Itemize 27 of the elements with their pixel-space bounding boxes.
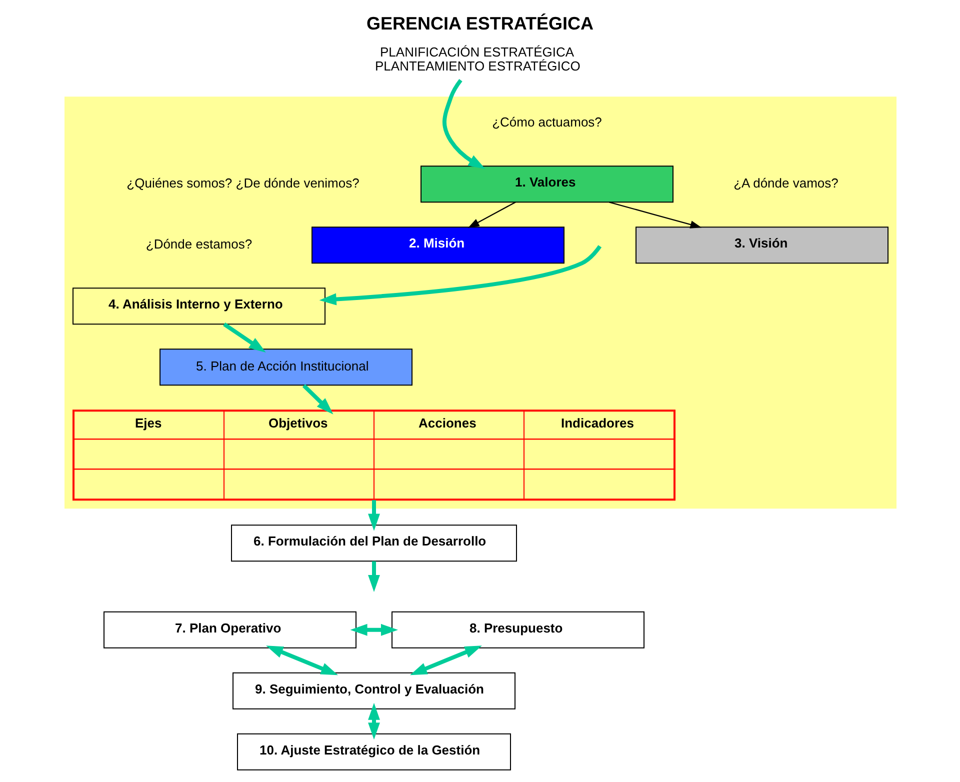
arrow: [266, 646, 338, 676]
cluster: [64, 96, 896, 509]
diagram-title: GERENCIA ESTRATÉGICA: [366, 14, 594, 34]
arrow: [368, 500, 380, 531]
node-box: 5. Plan de Acción Institucional: [159, 348, 412, 386]
node-box: 10. Ajuste Estratégico de la Gestión: [236, 733, 510, 770]
arrow: [318, 245, 602, 306]
arrow: [368, 702, 380, 740]
node-label: ¿Dónde estamos?: [145, 236, 252, 252]
arrow: [368, 561, 380, 592]
node-box: 8. Presupuesto: [391, 611, 644, 648]
node-box: 3. Visión: [635, 226, 888, 264]
arrow: [467, 202, 516, 228]
node-label: ¿Cómo actuamos?: [492, 114, 602, 130]
node-box: 1. Valores: [420, 166, 673, 203]
node-box: 6. Formulación del Plan de Desarrollo: [230, 524, 516, 562]
node-label: ¿Quiénes somos? ¿De dónde venimos?: [126, 176, 359, 191]
node-box: 7. Plan Operativo: [103, 611, 356, 648]
node-box: 2. Misión: [311, 226, 564, 264]
arrow: [409, 646, 482, 676]
arrow: [608, 202, 702, 228]
arrow: [350, 624, 398, 636]
node-text: PLANIFICACIÓN ESTRATÉGICA PLANTEAMIENTO ESTRATÉGICO: [374, 44, 580, 74]
arrow: [302, 384, 333, 414]
node-box: 4. Análisis Interno y Externo: [72, 288, 325, 325]
node-box: 9. Seguimiento, Control y Evaluación: [232, 672, 515, 710]
node-label: ¿A dónde vamos?: [733, 176, 838, 191]
